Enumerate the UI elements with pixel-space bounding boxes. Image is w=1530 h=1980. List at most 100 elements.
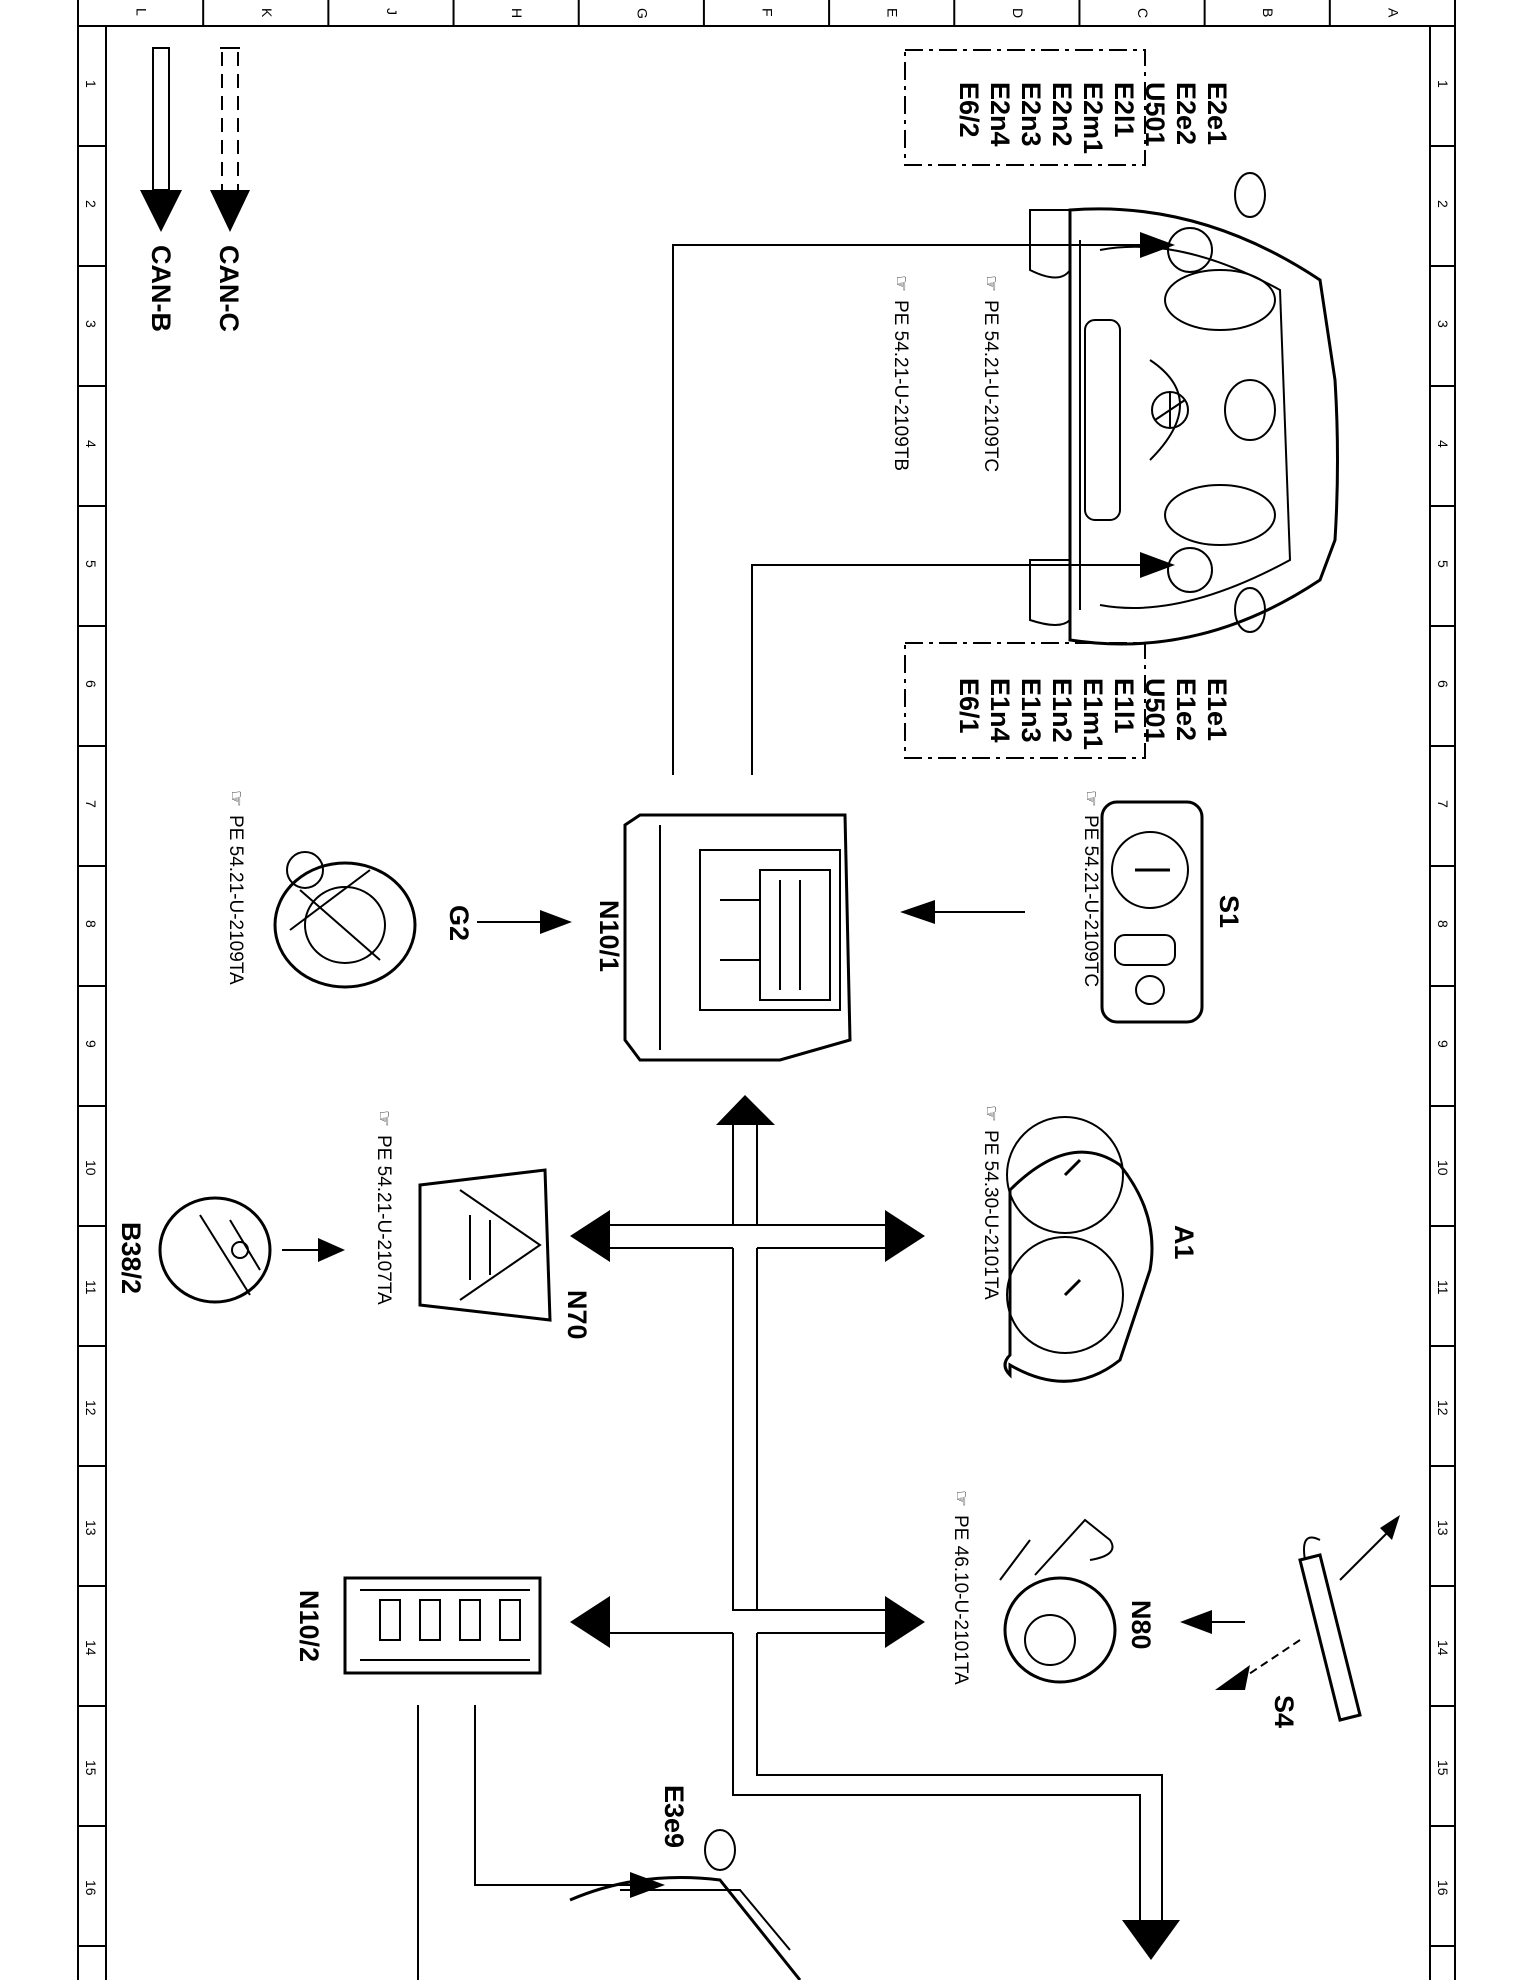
can-b-label: CAN-B <box>146 245 176 332</box>
lamp-feed-lines <box>672 232 1175 775</box>
lamp-label: E1n3 <box>1016 678 1046 743</box>
component-label-n70: N70 <box>562 1290 592 1340</box>
reference-note: PE 46.10-U-2101TA <box>950 1515 971 1685</box>
left-lamp-group-box <box>904 49 1146 166</box>
grid-number-left: 1 <box>83 80 99 88</box>
grid-letter: A <box>1385 8 1401 18</box>
lamp-label: E2l1 <box>1109 82 1139 138</box>
lamp-label: E1e2 <box>1171 678 1201 741</box>
can-b-bus <box>570 1095 1180 1960</box>
grid-number-left: 12 <box>83 1400 99 1416</box>
grid-number-left: 11 <box>83 1280 99 1295</box>
vehicle-rear-icon <box>569 1829 802 1980</box>
grid-letter: H <box>509 8 525 18</box>
component-label-s4: S4 <box>1269 1695 1299 1728</box>
grid-number-right: 8 <box>1435 920 1451 928</box>
lamp-label: U501 <box>1140 82 1170 147</box>
reference-note: PE 54.30-U-2101TA <box>980 1130 1001 1300</box>
grid-letter: L <box>134 8 150 16</box>
grid-letter: F <box>760 8 776 17</box>
grid-letter: B <box>1260 8 1276 17</box>
grid-number-left: 8 <box>83 920 99 928</box>
grid-number-right: 7 <box>1435 800 1451 808</box>
grid-number-left: 10 <box>83 1160 99 1176</box>
grid-number-right: 4 <box>1435 440 1451 448</box>
reference-hand-icon: ☞ <box>225 790 246 807</box>
legend: CAN-C CAN-B <box>140 47 250 332</box>
reference-hand-icon: ☞ <box>890 275 911 292</box>
component-label-n80: N80 <box>1126 1600 1156 1650</box>
component-label-a1: A1 <box>1169 1225 1199 1260</box>
grid-number-left: 15 <box>83 1760 99 1776</box>
grid-number-right: 5 <box>1435 560 1451 568</box>
grid-number-left: 14 <box>83 1640 99 1656</box>
grid-number-right: 6 <box>1435 680 1451 688</box>
combination-switch-icon <box>1215 1515 1400 1722</box>
rain-sensor-icon <box>158 1196 272 1304</box>
lamp-label: E2e2 <box>1171 82 1201 145</box>
grid-letter: G <box>634 8 650 19</box>
can-b-arrow <box>140 47 182 232</box>
grid-number-right: 14 <box>1435 1640 1451 1656</box>
component-label-n10_2: N10/2 <box>294 1590 324 1662</box>
grid-number-left: 16 <box>83 1880 99 1896</box>
grid-number-left: 3 <box>83 320 99 328</box>
grid-number-right: 12 <box>1435 1400 1451 1416</box>
grid-number-right: 3 <box>1435 320 1451 328</box>
grid-letter: C <box>1135 8 1151 18</box>
reference-note: PE 54.21-U-2109TA <box>225 815 246 985</box>
lamp-label: E1e1 <box>1202 678 1232 741</box>
light-switch-icon <box>1100 800 1204 1024</box>
lamp-label: E6/2 <box>954 82 984 138</box>
reference-hand-icon: ☞ <box>950 1490 971 1507</box>
grid-number-left: 2 <box>83 200 99 208</box>
reference-hand-icon: ☞ <box>980 1105 1001 1122</box>
grid-number-left: 7 <box>83 800 99 808</box>
component-label-e3e9: E3e9 <box>659 1785 689 1848</box>
component-label-n10_1: N10/1 <box>594 900 624 972</box>
grid-letter: D <box>1010 8 1026 18</box>
lamp-label: E2e1 <box>1202 82 1232 145</box>
reference-note: PE 54.21-U-2109TC <box>980 300 1001 472</box>
grid-letter: K <box>259 8 275 18</box>
grid-number-right: 9 <box>1435 1040 1451 1048</box>
grid-number-left: 9 <box>83 1040 99 1048</box>
grid-number-left: 13 <box>83 1520 99 1536</box>
can-c-arrow <box>210 47 250 232</box>
steering-module-icon <box>999 1518 1117 1684</box>
lamp-label: U501 <box>1140 678 1170 743</box>
lamp-label: E2m1 <box>1078 82 1108 154</box>
grid-letter: J <box>384 8 400 15</box>
lamp-label: E1n4 <box>985 678 1015 743</box>
grid-number-right: 10 <box>1435 1160 1451 1176</box>
lamp-label: E2n3 <box>1016 82 1046 147</box>
grid-number-right: 15 <box>1435 1760 1451 1776</box>
reference-hand-icon: ☞ <box>980 275 1001 292</box>
grid-number-left: 6 <box>83 680 99 688</box>
reference-hand-icon: ☞ <box>373 1110 394 1127</box>
rear-sam-icon <box>343 1576 542 1675</box>
lamp-label: E1n2 <box>1047 678 1077 743</box>
grid-number-left: 4 <box>83 440 99 448</box>
grid-number-right: 16 <box>1435 1880 1451 1896</box>
grid-letter: E <box>885 8 901 17</box>
grid-number-left: 5 <box>83 560 99 568</box>
sam-module-icon <box>623 813 852 1062</box>
can-c-label: CAN-C <box>214 245 244 332</box>
vehicle-front-icon <box>1029 172 1339 646</box>
lamp-label: E1l1 <box>1109 678 1139 734</box>
lamp-label: E2n2 <box>1047 82 1077 147</box>
instrument-cluster-icon <box>1003 1116 1154 1383</box>
generator-icon <box>273 851 417 989</box>
rear-lamp-line <box>474 1705 640 1886</box>
reference-hand-icon: ☞ <box>1080 790 1101 807</box>
reference-note: PE 54.21-U-2109TB <box>890 300 911 471</box>
grid-number-right: 11 <box>1435 1280 1451 1295</box>
component-label-g2: G2 <box>444 905 474 941</box>
grid-number-right: 2 <box>1435 200 1451 208</box>
component-label-s1: S1 <box>1214 895 1244 928</box>
grid-number-right: 1 <box>1435 80 1451 88</box>
